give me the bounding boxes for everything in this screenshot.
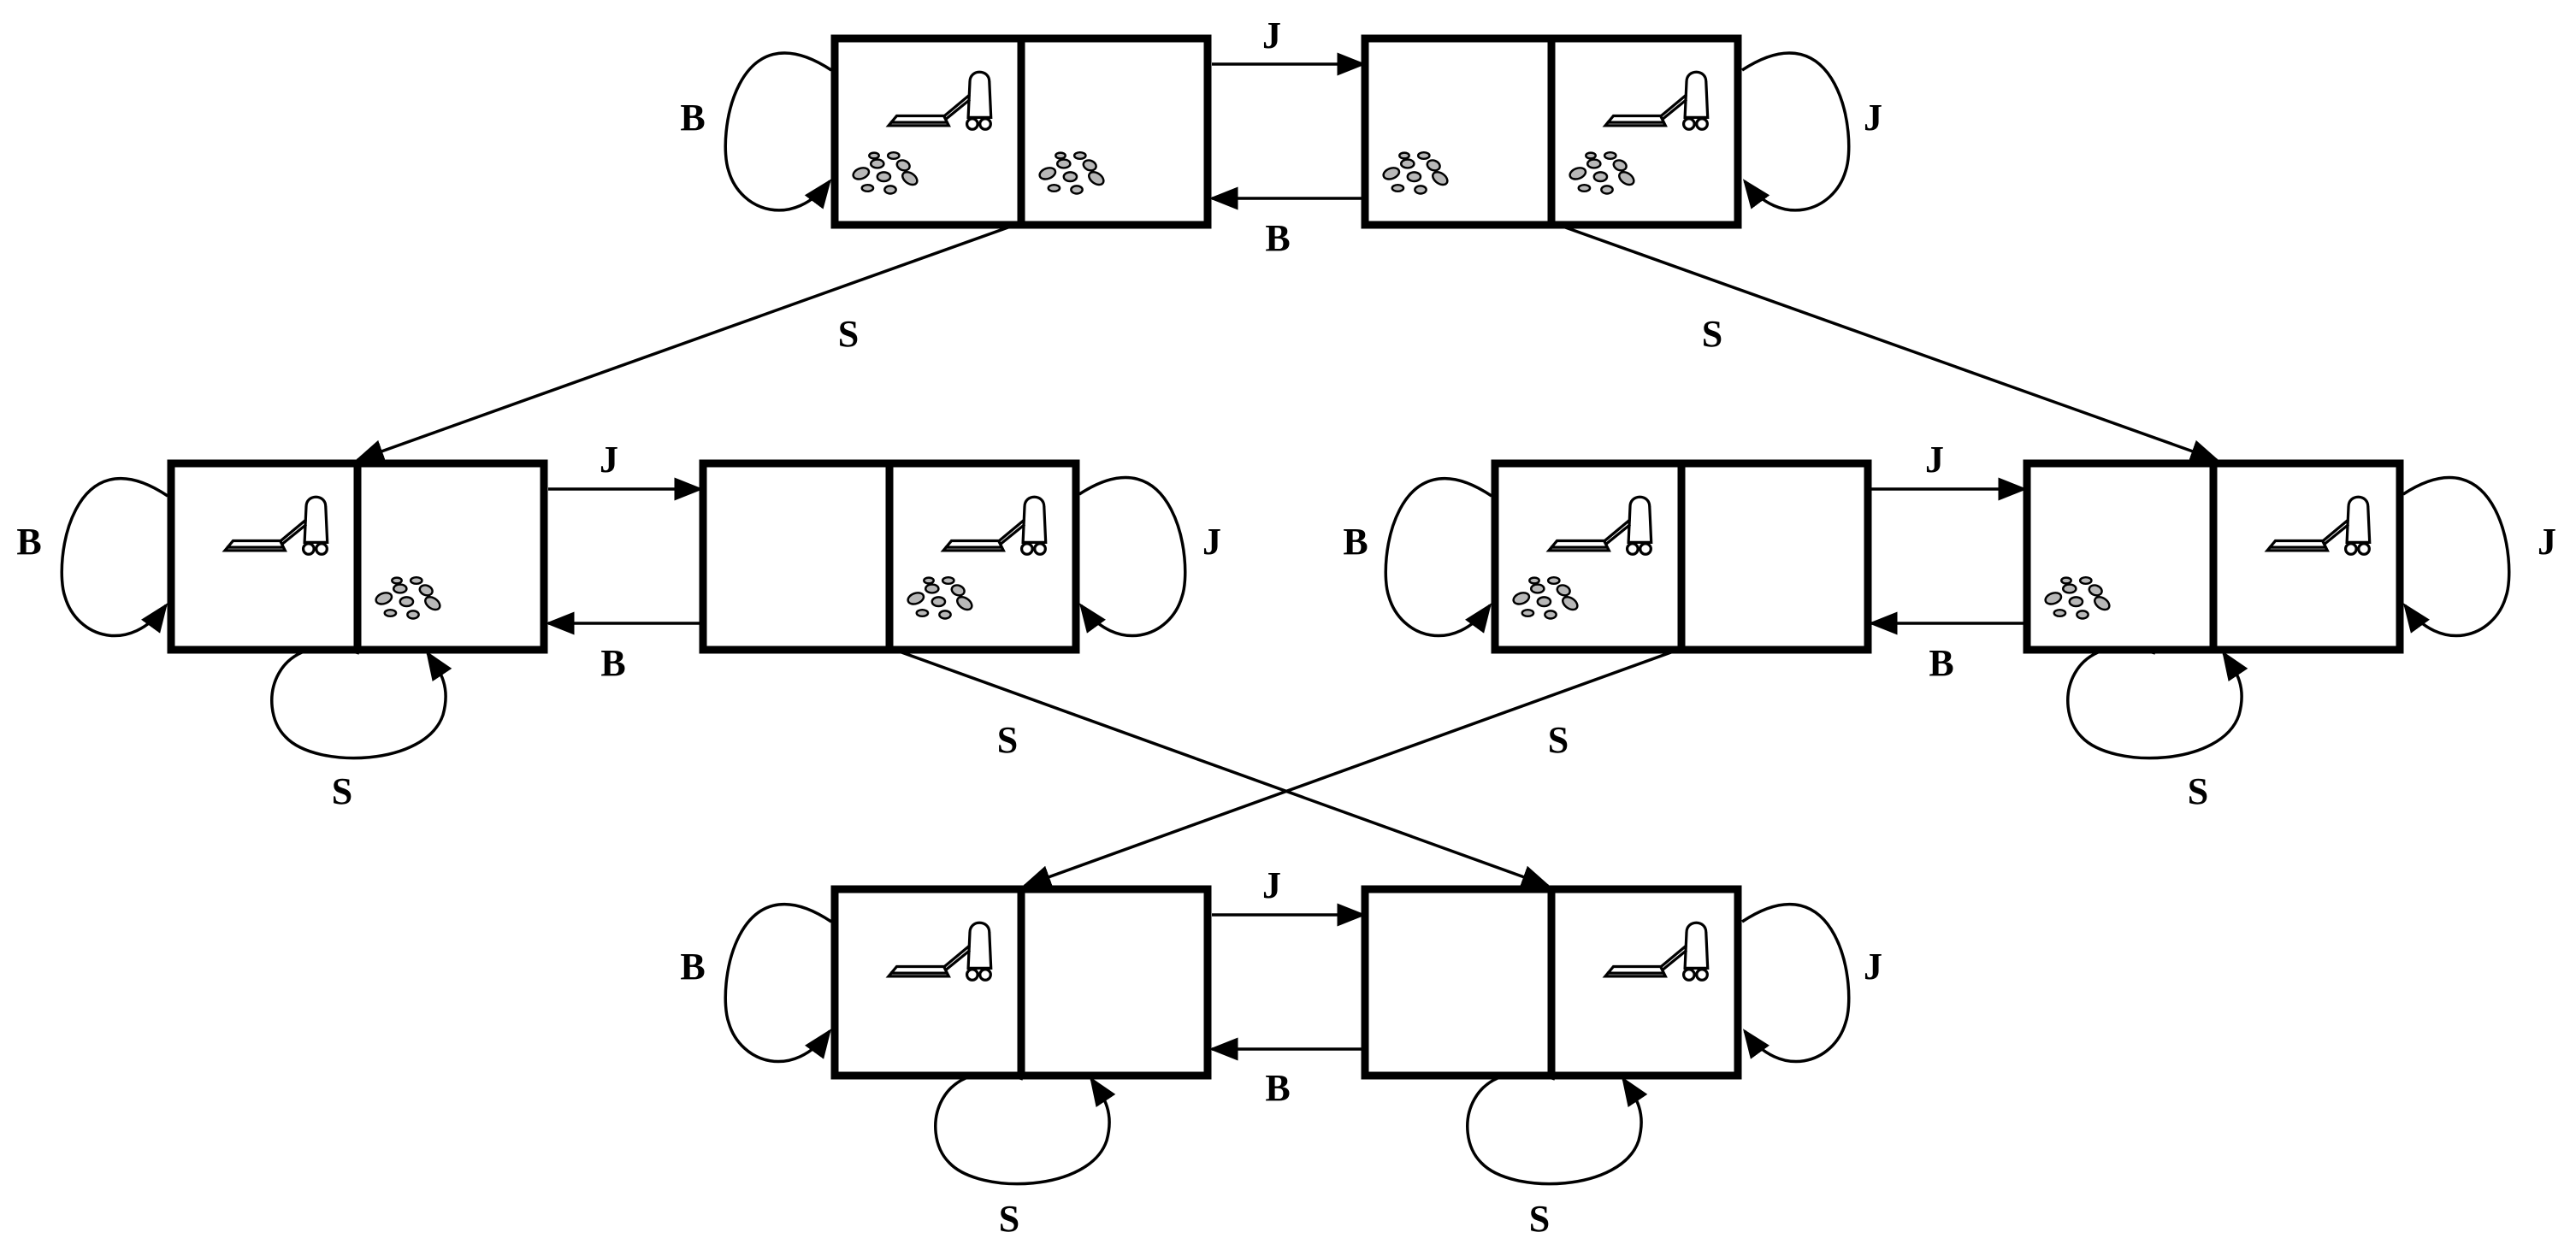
edge-s2-s6-S: [1557, 223, 2220, 463]
state-nodes: [167, 34, 2404, 1080]
transition-label: J: [1262, 864, 1281, 906]
transition-label: S: [838, 313, 859, 355]
transition-label: B: [680, 97, 705, 139]
transition-label: B: [16, 521, 41, 563]
dirt-icon: [375, 575, 441, 620]
transition-label: J: [1262, 15, 1281, 56]
vacuum-icon: [222, 495, 329, 556]
transition-label: J: [600, 439, 618, 481]
vacuum-icon: [1602, 921, 1710, 982]
vacuum-icon: [2264, 495, 2372, 556]
transition-label: S: [332, 770, 352, 812]
transition-edges: [60, 51, 2511, 1186]
edge-s6-s6-J: [2402, 476, 2511, 638]
edge-s1-s1-B: [724, 51, 832, 212]
transition-label: S: [1529, 1198, 1550, 1240]
dirt-icon: [2044, 575, 2111, 620]
transition-label: J: [1864, 97, 1882, 139]
vacuum-icon: [940, 495, 1048, 556]
transition-label: S: [1548, 719, 1569, 761]
edge-s7-s7-B: [724, 903, 832, 1064]
edge-s3-s3-S: [270, 646, 452, 760]
dirt-icon: [852, 150, 919, 195]
edge-s1-s3-S: [354, 223, 1016, 463]
transition-label: B: [1265, 217, 1290, 259]
vacuum-icon: [1545, 495, 1653, 556]
edge-s5-s5-B: [1384, 477, 1492, 638]
state-s4: [699, 459, 1080, 654]
edge-s4-s8-S: [894, 648, 1551, 888]
dirt-icon: [1382, 150, 1449, 195]
edge-s6-s6-S: [2066, 646, 2248, 760]
state-s6: [2023, 459, 2404, 654]
transition-label: S: [1702, 313, 1722, 355]
transition-label: B: [1265, 1067, 1290, 1109]
edge-s3-s3-B: [60, 477, 168, 638]
state-s7: [830, 885, 1212, 1080]
edge-s2-s2-J: [1741, 51, 1851, 212]
transition-label: B: [680, 946, 705, 988]
state-s2: [1361, 34, 1742, 229]
transition-label: S: [2188, 770, 2208, 812]
state-s1: [830, 34, 1212, 229]
vacuum-icon: [885, 70, 993, 131]
edge-s7-s7-S: [934, 1071, 1116, 1186]
transition-label: S: [997, 719, 1018, 761]
transition-label: B: [1343, 521, 1368, 563]
edge-s5-s7-S: [1021, 648, 1679, 888]
transition-labels: J B B J S S J B B S J S J B B S J S J B B S J S: [16, 15, 2556, 1240]
state-s8: [1361, 885, 1742, 1080]
vacuum-icon: [885, 921, 993, 982]
state-s5: [1491, 459, 1872, 654]
dirt-icon: [1512, 575, 1579, 620]
edge-s8-s8-S: [1466, 1071, 1648, 1186]
dirt-icon: [1038, 150, 1105, 195]
transition-label: B: [1929, 642, 1953, 684]
edge-s8-s8-J: [1741, 903, 1851, 1064]
transition-label: S: [999, 1198, 1019, 1240]
edge-s4-s4-J: [1078, 476, 1187, 638]
transition-label: J: [2538, 521, 2556, 563]
transition-label: J: [1925, 439, 1944, 481]
transition-label: J: [1202, 521, 1221, 563]
transition-label: J: [1864, 946, 1882, 988]
state-s3: [167, 459, 548, 654]
dirt-icon: [1569, 150, 1635, 195]
vacuum-icon: [1602, 70, 1710, 131]
transition-label: B: [600, 642, 625, 684]
dirt-icon: [907, 575, 973, 620]
